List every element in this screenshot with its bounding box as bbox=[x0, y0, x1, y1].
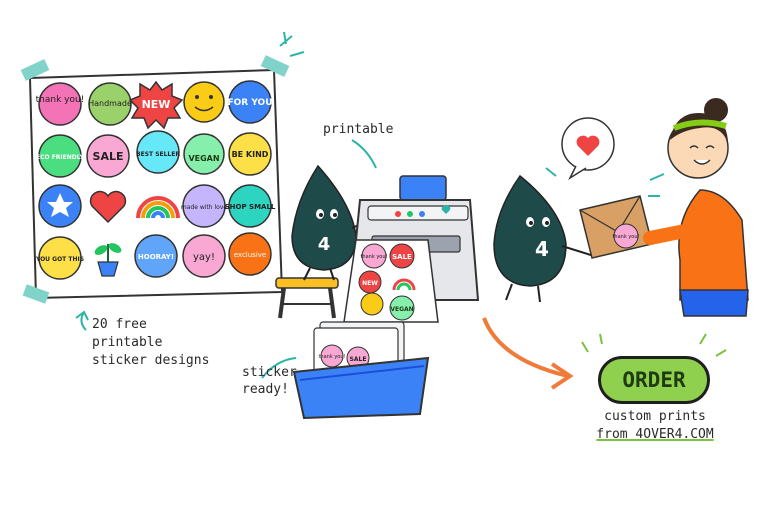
sticker-for-you: FOR YOU bbox=[227, 98, 272, 108]
mascot-left-number: 4 bbox=[318, 234, 331, 255]
sticker-sheet: thank you! Handmade NEW FOR YOU ECO FRIE… bbox=[20, 55, 290, 304]
free-caption-line3: sticker designs bbox=[92, 353, 210, 368]
sticker-smiley bbox=[183, 81, 225, 123]
speech-heart-icon bbox=[576, 135, 600, 156]
ready-arrow-icon bbox=[261, 357, 297, 379]
sticker-tray: thank you! SALE bbox=[292, 321, 430, 420]
sticker-new: NEW bbox=[142, 98, 171, 111]
printout: thank you! SALE NEW VEGAN bbox=[343, 239, 439, 323]
sticker-thank-you: thank you! bbox=[36, 95, 85, 105]
plant-icon bbox=[94, 243, 122, 277]
mascot-left: 4 bbox=[291, 164, 371, 281]
printout-sale: SALE bbox=[392, 253, 412, 261]
printer-heart-icon bbox=[441, 205, 451, 214]
sticker-be-kind: BE KIND bbox=[232, 150, 269, 159]
printable-label: printable bbox=[323, 122, 394, 137]
printout-new: NEW bbox=[362, 280, 378, 287]
sparkle-icon-right bbox=[545, 167, 665, 197]
free-designs-caption: 20 free printable sticker designs bbox=[92, 316, 209, 370]
sticker-exclusive: exclusive bbox=[234, 251, 266, 259]
order-caption-line1: custom prints bbox=[604, 409, 706, 424]
sticker-new-badge bbox=[128, 80, 184, 130]
order-arrow-icon bbox=[482, 317, 569, 378]
mascot-right-number: 4 bbox=[535, 237, 549, 261]
sticker-hooray: HOORAY! bbox=[138, 253, 174, 261]
rainbow-icon bbox=[136, 196, 180, 219]
order-button[interactable]: ORDER bbox=[598, 356, 710, 404]
tape-top-left bbox=[20, 59, 50, 81]
mascot-right: 4 bbox=[493, 174, 595, 303]
order-caption-link[interactable]: from 4OVER4.COM bbox=[596, 427, 714, 442]
free-caption-line1: 20 free bbox=[92, 317, 147, 332]
order-caption: custom prints from 4OVER4.COM bbox=[580, 408, 730, 444]
sticker-shop-small: SHOP SMALL bbox=[225, 203, 276, 211]
tape-top-right bbox=[260, 55, 290, 77]
printout-vegan: VEGAN bbox=[390, 306, 413, 313]
printable-arrow-icon bbox=[351, 139, 377, 169]
free-caption-line2: printable bbox=[92, 335, 163, 350]
heart-icon bbox=[89, 190, 127, 224]
sticker-eco-friendly: ECO FRIENDLY bbox=[36, 154, 85, 161]
sticker-sale: SALE bbox=[93, 150, 124, 163]
sticker-handmade: Handmade bbox=[88, 99, 132, 108]
sticker-best-seller: BEST SELLER bbox=[136, 151, 180, 158]
sticker-ready-caption: sticker ready! bbox=[242, 364, 297, 398]
ready-caption-line2: ready! bbox=[242, 382, 289, 397]
tray-sale: SALE bbox=[350, 356, 367, 363]
tray-thank-you: thank you! bbox=[318, 354, 345, 360]
order-sparkle-icon bbox=[581, 333, 727, 357]
star-icon bbox=[47, 193, 73, 217]
sticker-yay: yay! bbox=[193, 252, 215, 263]
printout-thank-you: thank you! bbox=[360, 254, 387, 260]
package: thank you! bbox=[579, 195, 653, 259]
woman bbox=[643, 98, 749, 317]
sticker-vegan: VEGAN bbox=[188, 154, 219, 163]
ready-caption-line1: sticker bbox=[242, 365, 297, 380]
sticker-made-with-love: made with love bbox=[181, 204, 227, 211]
sticker-you-got-this: YOU GOT THIS bbox=[35, 256, 84, 263]
tape-bottom-left bbox=[22, 284, 50, 304]
sparkle-icon bbox=[279, 31, 305, 57]
stool bbox=[275, 277, 339, 319]
speech-bubble bbox=[561, 117, 615, 181]
package-thank-you: thank you! bbox=[612, 234, 639, 240]
